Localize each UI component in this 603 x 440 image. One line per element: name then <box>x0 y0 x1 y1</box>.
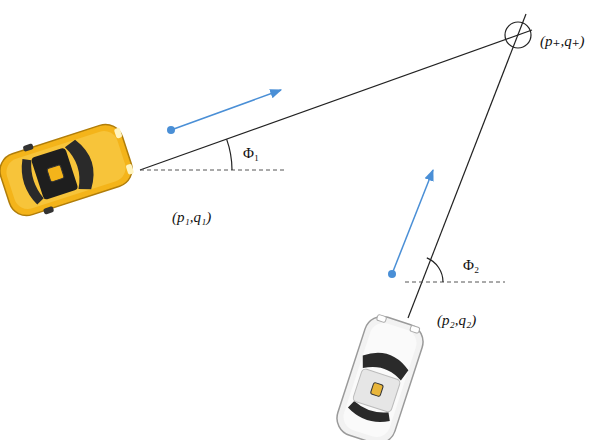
angle-arc <box>427 258 443 282</box>
yellow-taxi <box>0 116 138 224</box>
target-coordinate: (p₊,q₊) <box>540 33 585 50</box>
vehicle-coordinate: (p₂,q₂) <box>437 312 476 329</box>
velocity-arrow <box>392 170 433 274</box>
angle-label: Φ₁ <box>243 145 259 162</box>
velocity-arrow <box>171 90 281 130</box>
reference-line <box>405 282 505 283</box>
reference-line <box>140 170 286 171</box>
vehicle-coordinate: (p₁,q₁) <box>172 209 211 226</box>
angle-arc <box>227 139 232 170</box>
sight-line <box>408 14 526 318</box>
target-circle <box>505 22 531 48</box>
white-taxi <box>332 312 427 440</box>
angle-label: Φ₂ <box>463 257 479 274</box>
